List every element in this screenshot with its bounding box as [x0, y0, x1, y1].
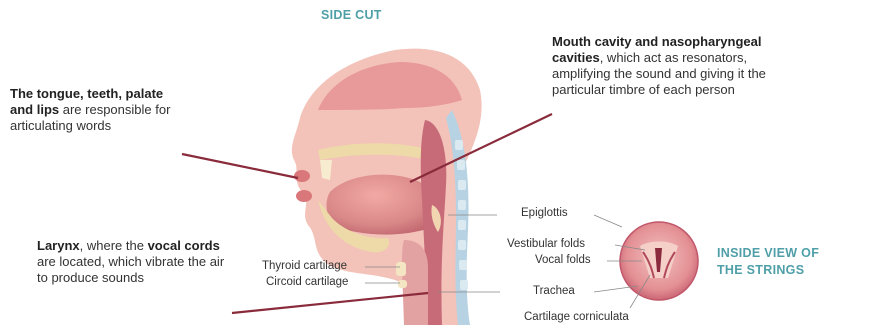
label-cartilage-corniculata: Cartilage corniculata	[524, 311, 629, 323]
label-vocal-folds: Vocal folds	[535, 254, 591, 266]
inside-view-heading: INSIDE VIEW OF THE STRINGS	[717, 245, 819, 279]
inside-view-heading-line1: INSIDE VIEW OF	[717, 245, 819, 262]
label-circoid-cartilage: Circoid cartilage	[266, 276, 348, 288]
tongue-pointer	[182, 154, 298, 178]
larynx-pointer	[232, 293, 428, 313]
mouth-cavity-callout: Mouth cavity and nasopharyngeal cavities…	[552, 34, 802, 98]
larynx-callout-bold1: Larynx	[37, 238, 80, 253]
label-trachea: Trachea	[533, 285, 575, 297]
side-cut-heading: SIDE CUT	[321, 8, 382, 22]
upper-lip	[294, 170, 310, 182]
label-epiglottis: Epiglottis	[521, 207, 568, 219]
tongue-callout: The tongue, teeth, palate and lips are r…	[10, 86, 182, 134]
larynx-callout-bold2: vocal cords	[148, 238, 220, 253]
label-thyroid-cartilage: Thyroid cartilage	[262, 260, 347, 272]
epiglottis-circle-leader	[594, 215, 622, 227]
thyroid-cartilage-shape	[396, 262, 406, 276]
label-vestibular-folds: Vestibular folds	[507, 238, 585, 250]
lower-lip	[296, 190, 312, 202]
inside-view-heading-line2: THE STRINGS	[717, 262, 819, 279]
tongue	[327, 175, 436, 235]
larynx-callout-text2: are located, which vibrate the air to pr…	[37, 254, 224, 285]
larynx-callout: Larynx, where the vocal cords are locate…	[37, 238, 229, 286]
larynx-callout-text1: , where the	[80, 238, 148, 253]
circoid-cartilage-shape	[398, 280, 407, 288]
